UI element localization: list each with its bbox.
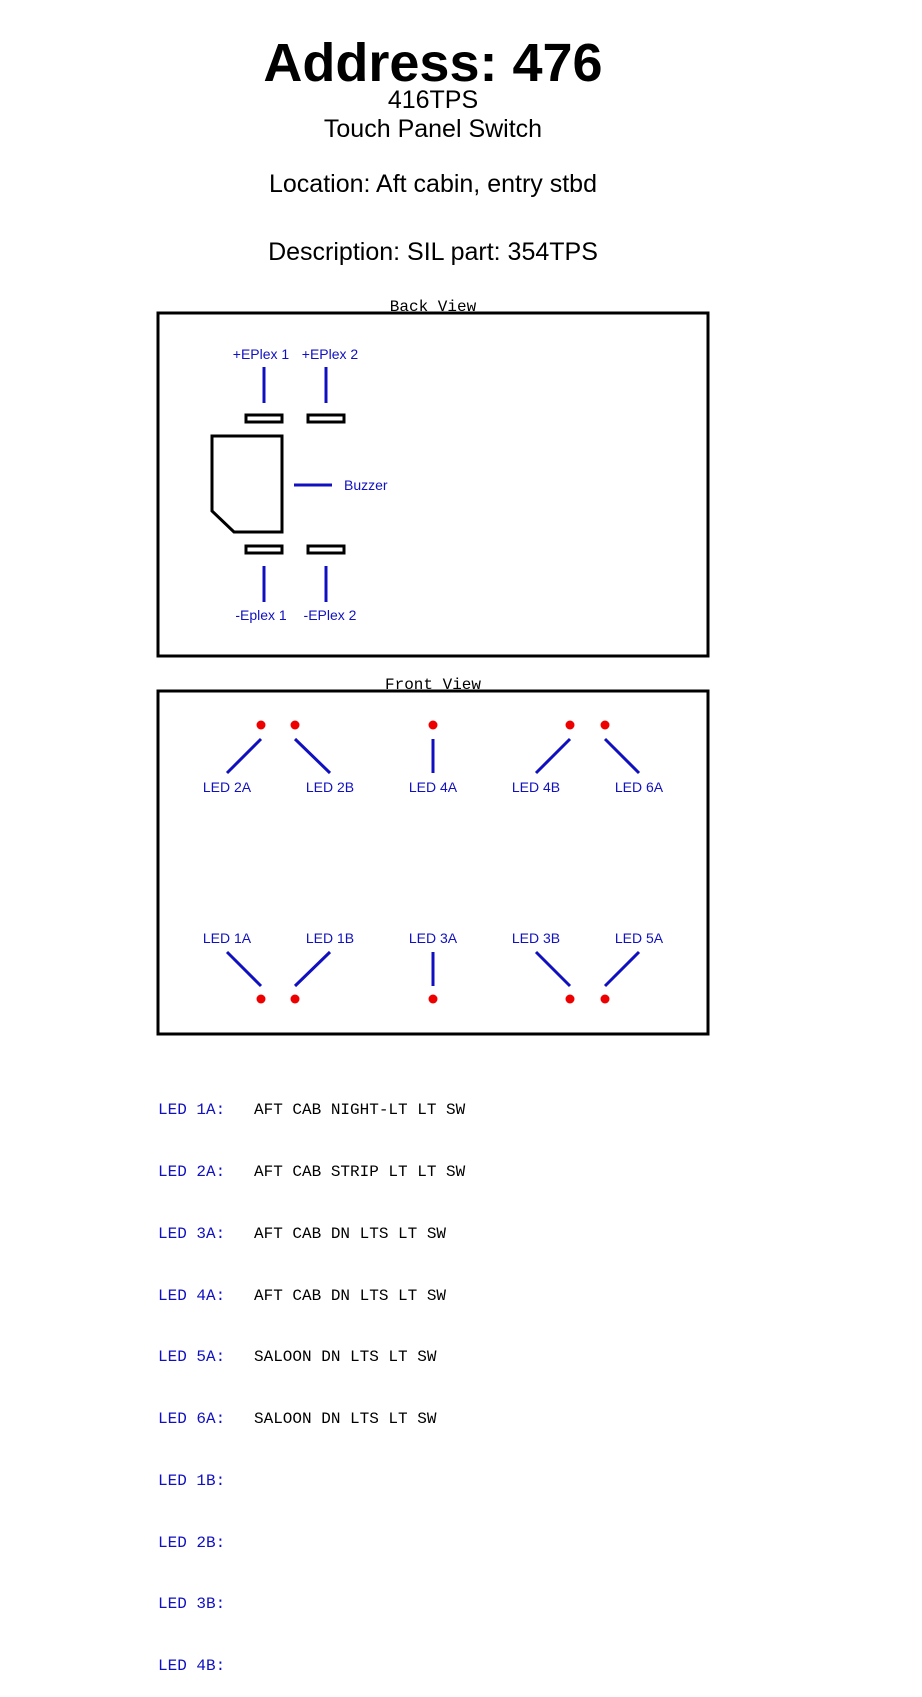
front-view-frame <box>156 689 710 1036</box>
led-1b-dot <box>290 994 300 1004</box>
leader-led-2a <box>225 737 263 775</box>
legend-value: AFT CAB DN LTS LT SW <box>254 1224 447 1243</box>
leader-led-2b <box>293 737 332 775</box>
led-6a-dot <box>600 720 610 730</box>
leader-led-1a <box>225 950 263 988</box>
legend-row: LED 3B: <box>158 1594 465 1615</box>
led-2b-dot <box>290 720 300 730</box>
legend-key: LED 1B: <box>158 1471 226 1490</box>
address-title: Address: 476 <box>263 33 603 93</box>
legend-row: LED 4B: <box>158 1656 465 1677</box>
led-4b-dot <box>565 720 575 730</box>
terminal-eplex2-pos <box>306 413 346 424</box>
legend-key: LED 3B: <box>158 1595 226 1614</box>
label-led-4b: LED 4B <box>512 779 560 795</box>
legend-row: LED 5A: SALOON DN LTS LT SW <box>158 1347 465 1368</box>
legend-key: LED 4A: <box>158 1286 226 1305</box>
label-led-1b: LED 1B <box>306 930 354 946</box>
label-eplex2-pos: +EPlex 2 <box>302 346 359 362</box>
legend-row: LED 2A: AFT CAB STRIP LT LT SW <box>158 1162 465 1183</box>
led-2a-dot <box>256 720 266 730</box>
leader-led-3b <box>534 950 572 988</box>
legend-value: AFT CAB NIGHT-LT LT SW <box>254 1101 466 1120</box>
legend-key: LED 3A: <box>158 1224 226 1243</box>
led-3b-dot <box>565 994 575 1004</box>
label-led-2a: LED 2A <box>203 779 252 795</box>
label-led-2b: LED 2B <box>306 779 354 795</box>
front-view: Front View LED 2A LED 2B LED 4A LED 4B L… <box>156 676 710 1036</box>
legend-key: LED 6A: <box>158 1410 226 1429</box>
legend-row: LED 3A: AFT CAB DN LTS LT SW <box>158 1224 465 1245</box>
legend-key: LED 2A: <box>158 1162 226 1181</box>
led-3a-dot <box>428 994 438 1004</box>
legend-key: LED 2B: <box>158 1533 226 1552</box>
label-buzzer: Buzzer <box>344 477 388 493</box>
leader-led-5a <box>603 950 641 988</box>
back-view-title: Back View <box>390 298 477 316</box>
description-text: Description: SIL part: 354TPS <box>268 238 598 266</box>
back-view: Back View +EPlex 1 +EPlex 2 Buzzer -Eple… <box>156 298 710 658</box>
legend-value: AFT CAB STRIP LT LT SW <box>254 1162 466 1181</box>
label-eplex2-neg: -EPlex 2 <box>304 607 357 623</box>
leader-led-4b <box>534 737 572 775</box>
label-led-1a: LED 1A <box>203 930 252 946</box>
legend-key: LED 5A: <box>158 1348 226 1367</box>
legend-key: LED 4B: <box>158 1657 226 1676</box>
terminal-eplex1-neg <box>244 544 284 555</box>
label-led-5a: LED 5A <box>615 930 664 946</box>
wiring-diagram: Back View +EPlex 1 +EPlex 2 Buzzer -Eple… <box>156 298 710 1036</box>
front-view-title: Front View <box>385 676 481 694</box>
legend-row: LED 2B: <box>158 1533 465 1554</box>
buzzer-body <box>210 434 284 534</box>
terminal-eplex1-pos <box>244 413 284 424</box>
label-led-4a: LED 4A <box>409 779 458 795</box>
leader-led-6a <box>603 737 641 775</box>
led-1a-dot <box>256 994 266 1004</box>
label-led-3b: LED 3B <box>512 930 560 946</box>
label-eplex1-pos: +EPlex 1 <box>233 346 290 362</box>
location-text: Location: Aft cabin, entry stbd <box>269 170 597 198</box>
terminal-eplex2-neg <box>306 544 346 555</box>
legend-row: LED 4A: AFT CAB DN LTS LT SW <box>158 1286 465 1307</box>
label-led-3a: LED 3A <box>409 930 458 946</box>
legend-value: SALOON DN LTS LT SW <box>254 1410 437 1429</box>
leader-led-1b <box>293 950 332 988</box>
led-5a-dot <box>600 994 610 1004</box>
legend-key: LED 1A: <box>158 1101 226 1120</box>
model-number: 416TPS <box>387 86 479 114</box>
legend-row: LED 1B: <box>158 1471 465 1492</box>
legend-row: LED 6A: SALOON DN LTS LT SW <box>158 1409 465 1430</box>
device-type: Touch Panel Switch <box>323 115 543 143</box>
back-view-frame <box>156 311 710 658</box>
legend-value: SALOON DN LTS LT SW <box>254 1348 437 1367</box>
label-eplex1-neg: -Eplex 1 <box>235 607 287 623</box>
led-legend: LED 1A: AFT CAB NIGHT-LT LT SW LED 2A: AFT… <box>158 1059 465 1697</box>
label-led-6a: LED 6A <box>615 779 664 795</box>
legend-row: LED 1A: AFT CAB NIGHT-LT LT SW <box>158 1100 465 1121</box>
led-4a-dot <box>428 720 438 730</box>
legend-value: AFT CAB DN LTS LT SW <box>254 1286 447 1305</box>
